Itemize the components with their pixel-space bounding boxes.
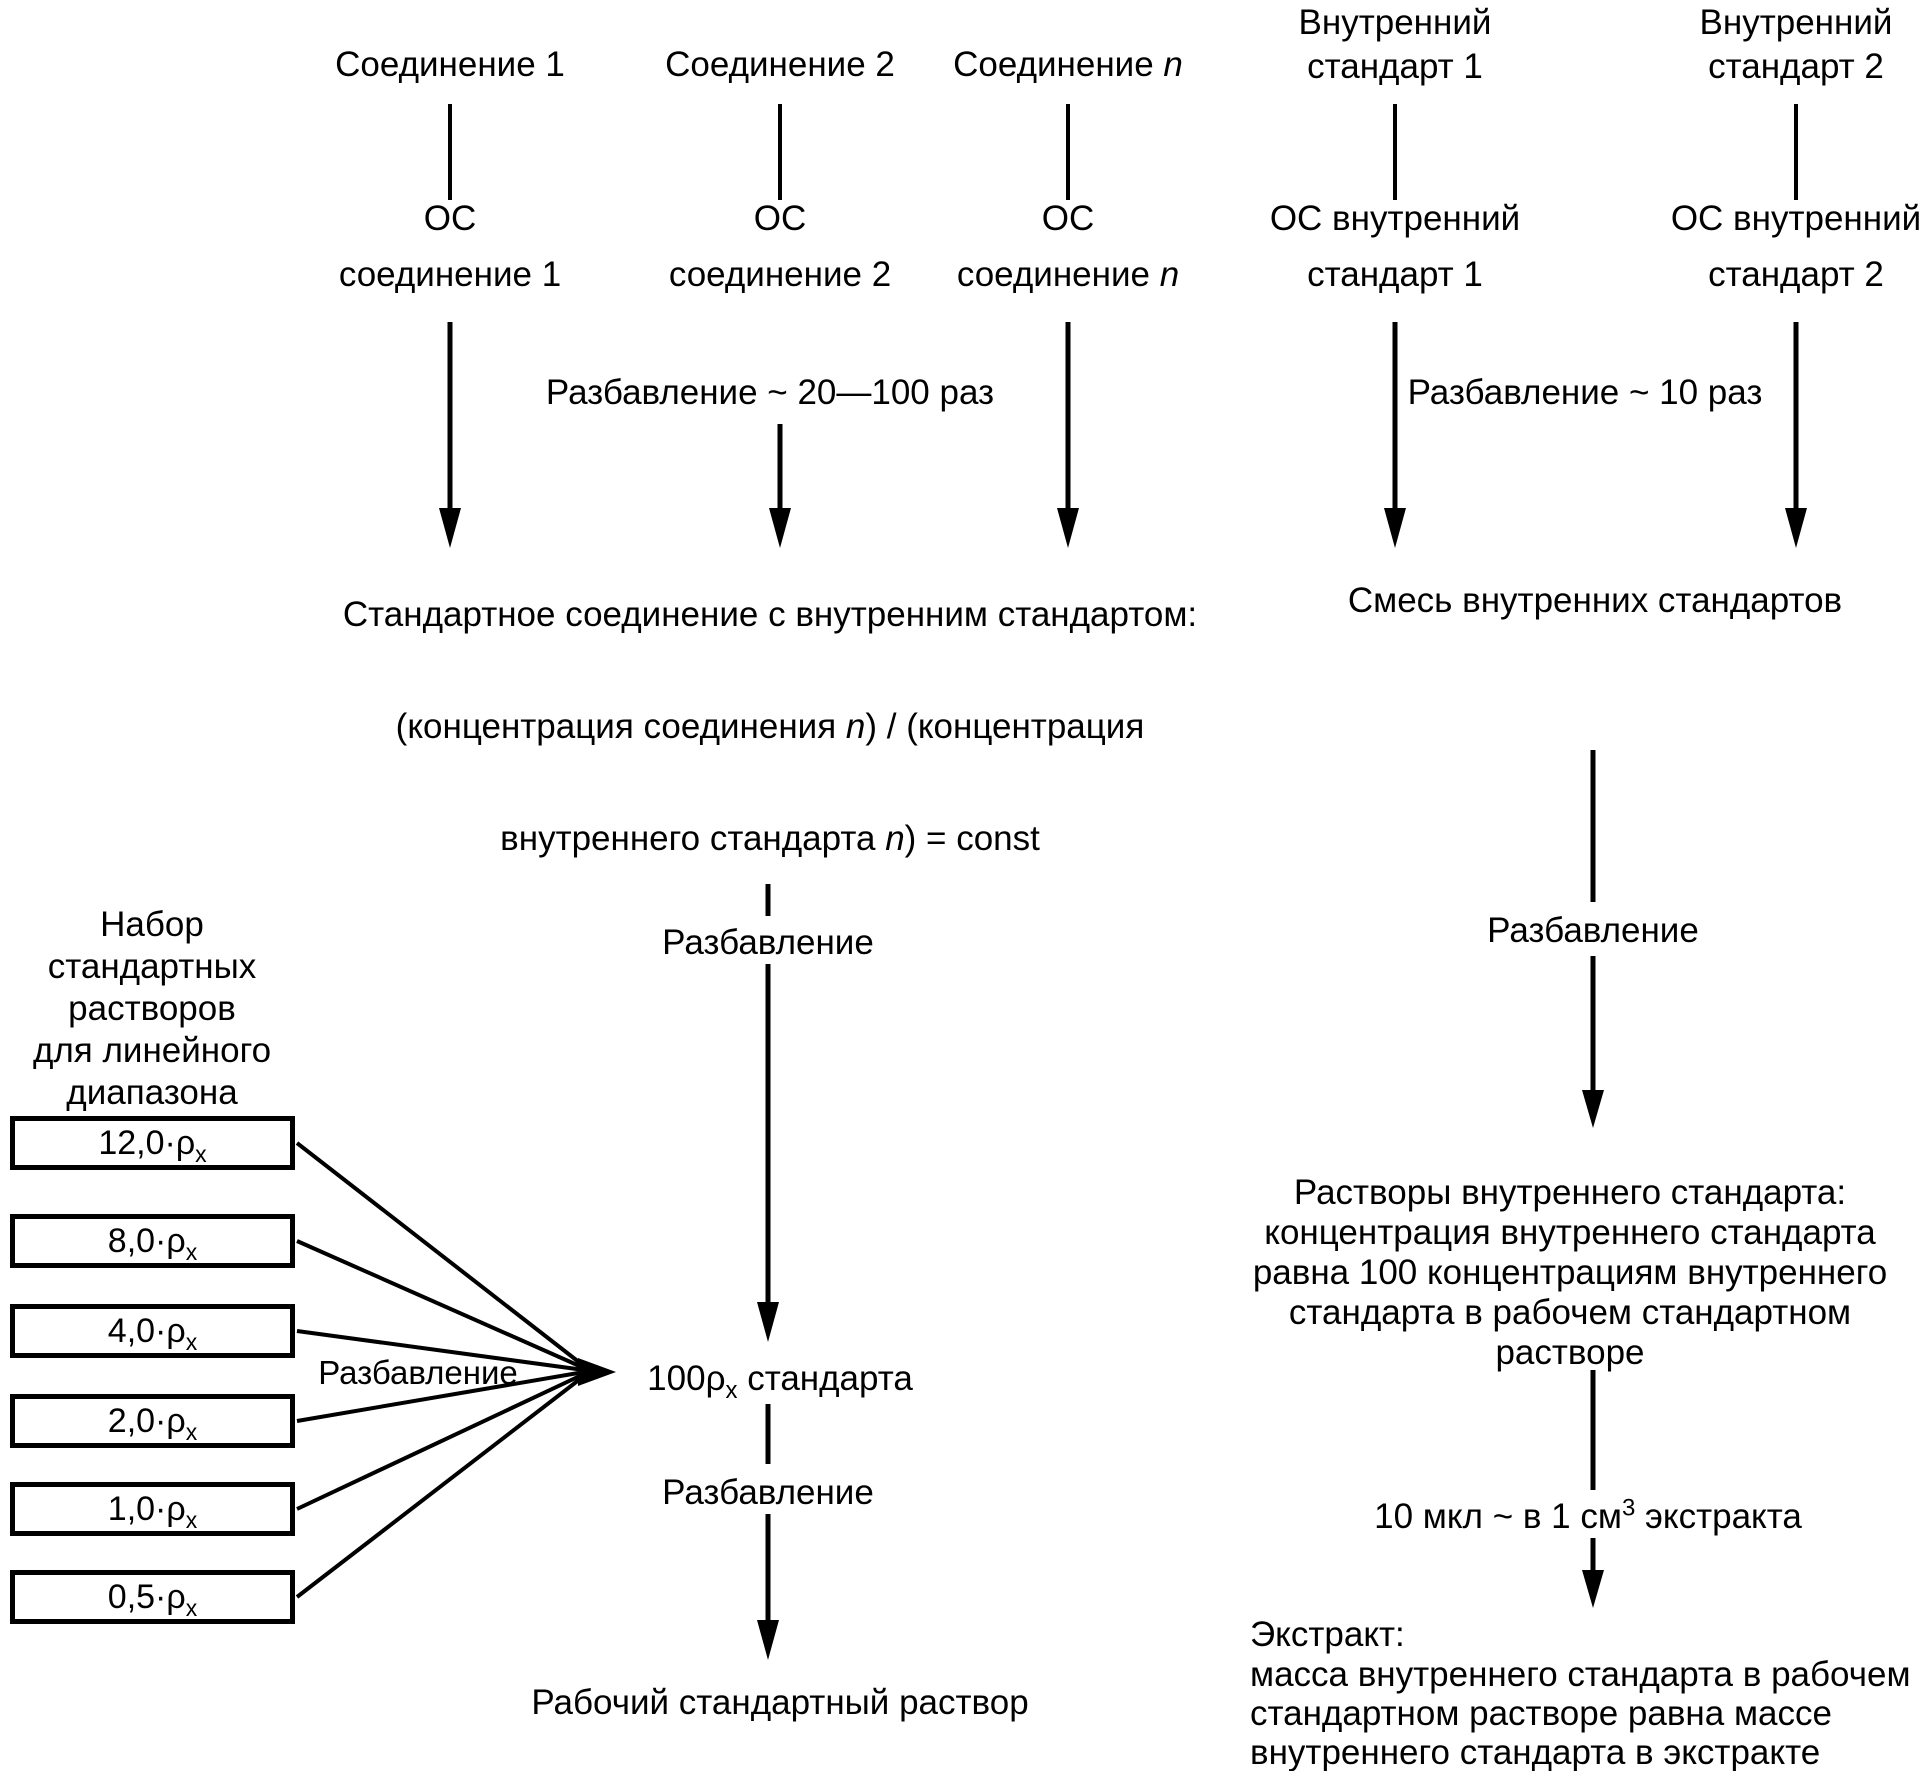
dilution-center-lower-label: Разбавление — [662, 1473, 874, 1512]
col4-title-line2: стандарт 1 — [1307, 47, 1483, 86]
linear-range-heading-line4: для линейного — [32, 1031, 272, 1070]
extract-line2: масса внутреннего стандарта в рабочем — [1250, 1655, 1911, 1694]
extract-line3: стандартном растворе равна массе — [1250, 1694, 1832, 1733]
internal-standard-mix-label: Смесь внутренних стандартов — [1347, 581, 1843, 620]
col5-os-label: ОС внутренний — [1670, 199, 1922, 238]
arrow-compound-n-down — [1057, 322, 1079, 548]
injection-note-label: 10 мкл ~ в 1 см3 экстракта — [1374, 1494, 1802, 1536]
extract-line4: внутреннего стандарта в экстракте — [1250, 1733, 1821, 1771]
dilution-fan-label: Разбавление — [318, 1354, 518, 1391]
concentration-box-05: 0,5·ρx — [10, 1570, 295, 1624]
col1-title: Соединение 1 — [335, 45, 565, 84]
istd-solutions-line5: растворе — [1495, 1333, 1645, 1372]
arrow-istd-2-down — [1785, 322, 1807, 548]
standard-mix-line1: Стандартное соединение с внутренним стан… — [342, 595, 1198, 634]
arrow-compound-1-down — [439, 322, 461, 548]
col2-os-label: ОС — [753, 199, 807, 238]
right-dilution-connector — [1582, 750, 1604, 1128]
istd-solutions-line3: равна 100 концентрациям внутреннего — [1252, 1253, 1888, 1292]
istd-solutions-line1: Растворы внутреннего стандарта: — [1293, 1173, 1847, 1212]
standard-mix-line2: (концентрация соединения n) / (концентра… — [395, 707, 1145, 746]
col3-title: Соединение n — [953, 45, 1183, 84]
col5-title-line2: стандарт 2 — [1708, 47, 1884, 86]
extract-line1: Экстракт: — [1250, 1615, 1405, 1654]
col4-os-label: ОС внутренний — [1269, 199, 1521, 238]
concentration-box-12: 12,0·ρx — [10, 1116, 295, 1170]
top-connector-stubs — [448, 104, 1798, 200]
arrow-istd-1-down — [1384, 322, 1406, 548]
standard-100-label: 100ρx стандарта — [647, 1359, 913, 1404]
col1-os-label: ОС — [423, 199, 477, 238]
dilution-compounds-label: Разбавление ~ 20—100 раз — [545, 373, 995, 412]
dilution-center-upper-label: Разбавление — [662, 923, 874, 962]
fan-converging-lines — [295, 1141, 586, 1599]
col4-title-line1: Внутренний — [1298, 3, 1492, 42]
linear-range-heading-line3: растворов — [68, 989, 236, 1028]
standard-mix-line3: внутреннего стандарта n) = const — [500, 819, 1040, 858]
col5-os-name: стандарт 2 — [1708, 255, 1884, 294]
col5-title-line1: Внутренний — [1699, 3, 1893, 42]
istd-solutions-line4: стандарта в рабочем стандартном — [1288, 1293, 1852, 1332]
concentration-box-1: 1,0·ρx — [10, 1482, 295, 1536]
center-dilution-connector — [757, 884, 779, 1342]
center-lower-connector — [757, 1404, 779, 1660]
dilution-right-upper-label: Разбавление — [1487, 911, 1699, 950]
concentration-box-4: 4,0·ρx — [10, 1304, 295, 1358]
fan-arrowhead — [578, 1358, 616, 1386]
linear-range-heading-line1: Набор — [100, 905, 204, 944]
col2-title: Соединение 2 — [665, 45, 895, 84]
arrow-compound-2-down — [769, 424, 791, 548]
linear-range-heading-line5: диапазона — [66, 1073, 238, 1112]
working-solution-label: Рабочий стандартный раствор — [531, 1683, 1029, 1722]
concentration-box-2: 2,0·ρx — [10, 1394, 295, 1448]
concentration-box-8: 8,0·ρx — [10, 1214, 295, 1268]
col1-os-name: соединение 1 — [338, 255, 562, 294]
linear-range-heading-line2: стандартных — [47, 947, 257, 986]
col2-os-name: соединение 2 — [668, 255, 892, 294]
col4-os-name: стандарт 1 — [1307, 255, 1483, 294]
col3-os-name: соединение n — [956, 255, 1180, 294]
istd-solutions-line2: концентрация внутреннего стандарта — [1264, 1213, 1876, 1252]
col3-os-label: ОС — [1041, 199, 1095, 238]
dilution-istd-label: Разбавление ~ 10 раз — [1407, 373, 1763, 412]
right-injection-connector — [1582, 1370, 1604, 1608]
